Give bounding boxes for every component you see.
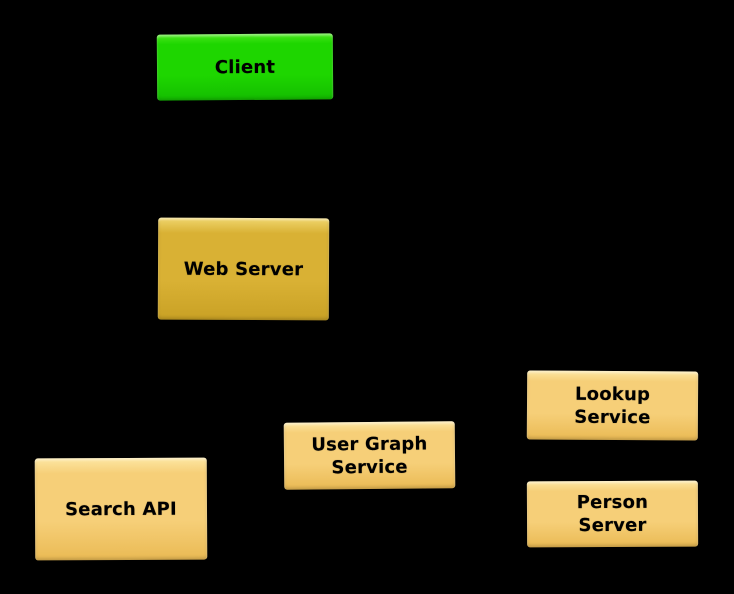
node-web-server-label: Web Server [183, 258, 304, 280]
node-user-graph-service-label: User Graph Service [311, 432, 428, 478]
node-search-api: Search API [34, 457, 208, 561]
node-lookup-service-label: Lookup Service [574, 383, 651, 428]
node-client: Client [156, 33, 334, 101]
node-user-graph-service: User Graph Service [283, 421, 456, 490]
node-person-server: Person Server [526, 480, 699, 548]
node-person-server-label: Person Server [576, 491, 649, 537]
node-client-label: Client [214, 56, 276, 78]
node-search-api-label: Search API [65, 498, 177, 520]
node-web-server: Web Server [157, 217, 330, 321]
node-lookup-service: Lookup Service [526, 370, 699, 441]
